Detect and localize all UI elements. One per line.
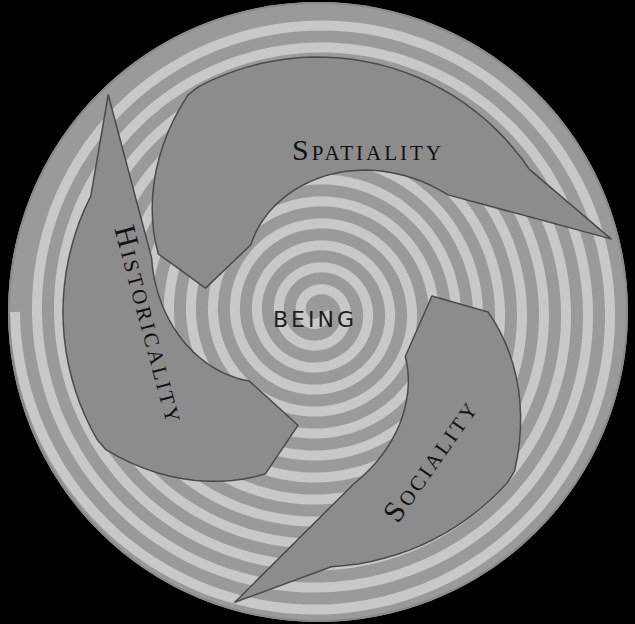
arm-outline	[61, 92, 301, 484]
pinwheel-arm: Historicality	[61, 92, 301, 484]
spiral-band	[15, 26, 610, 610]
being-circle: BEING SpatialityHistoricalitySociality	[8, 2, 628, 622]
arm-outline	[232, 293, 523, 605]
arm-label: Spatiality	[292, 135, 444, 165]
circle-rim	[9, 3, 627, 621]
arm-shape	[63, 95, 298, 482]
arm-shape	[152, 57, 611, 288]
arm-outline	[150, 55, 614, 291]
center-label: BEING	[273, 309, 357, 331]
circle-fill	[8, 2, 628, 622]
pinwheel-arm: Sociality	[232, 293, 523, 605]
pinwheel-arm: Spatiality	[150, 55, 614, 291]
arm-shape	[235, 296, 521, 602]
